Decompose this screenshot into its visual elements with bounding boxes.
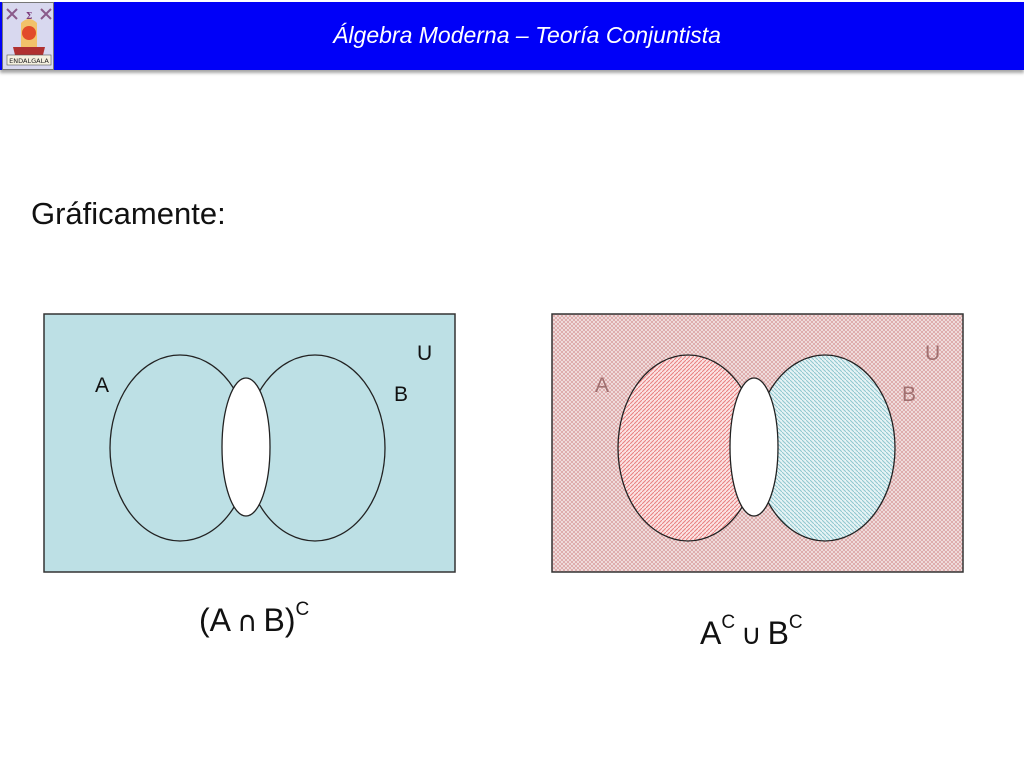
venn-diagram-complement-of-intersection: A B U	[43, 313, 456, 573]
venn-diagram-union-of-complements: A B U	[551, 313, 964, 573]
set-a-label: A	[95, 374, 109, 397]
logo-text: ENDALGALA	[9, 57, 49, 65]
formula-left-superscript: C	[721, 612, 736, 633]
formula-left: A	[700, 615, 722, 651]
svg-text:Σ: Σ	[26, 12, 32, 22]
intersection-region	[729, 377, 779, 517]
set-b-label: B	[902, 383, 916, 406]
school-logo-graphic: Σ ENDALGALA	[3, 3, 53, 69]
formula-superscript: C	[295, 599, 310, 620]
universe-label: U	[417, 342, 432, 365]
set-b-label: B	[394, 383, 408, 406]
formula-open: (A	[199, 602, 231, 638]
slide-title: Álgebra Moderna – Teoría Conjuntista	[333, 22, 721, 48]
union-symbol: ∪	[741, 618, 762, 651]
formula-complement-of-intersection: (A∩B)C	[199, 599, 310, 639]
section-heading: Gráficamente:	[31, 196, 226, 231]
intersection-region	[221, 377, 271, 517]
set-a-label: A	[595, 374, 609, 397]
intersection-symbol: ∩	[237, 605, 258, 638]
universe-label: U	[925, 342, 940, 365]
formula-union-of-complements: AC∪BC	[700, 612, 803, 652]
formula-right: B	[767, 615, 789, 651]
formula-right-superscript: C	[788, 612, 803, 633]
formula-close: B)	[263, 602, 296, 638]
school-logo: Σ ENDALGALA	[2, 2, 54, 70]
slide-header-bar: Σ ENDALGALA Álgebra Moderna – Teoría Con…	[0, 2, 1024, 70]
